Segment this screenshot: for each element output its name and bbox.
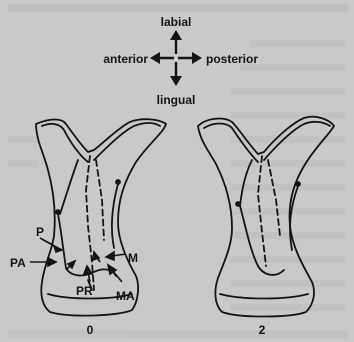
label-ma: MA	[116, 289, 135, 303]
arrow-right-icon	[192, 52, 202, 64]
bleed-through-texture	[8, 4, 348, 338]
specimen-label-2: 2	[259, 323, 266, 337]
tooth-specimen-0	[36, 119, 166, 315]
specimen-label-0: 0	[87, 323, 94, 337]
label-lingual: lingual	[157, 93, 196, 107]
tooth-outline	[36, 119, 166, 315]
label-pr: PR	[76, 284, 93, 298]
label-pa: PA	[10, 256, 26, 270]
label-labial: labial	[161, 15, 192, 29]
arrow-up-icon	[170, 30, 182, 40]
arrow-down-icon	[170, 76, 182, 86]
label-p: P	[36, 225, 44, 239]
arrow-left-icon	[150, 52, 160, 64]
label-anterior: anterior	[103, 52, 148, 66]
label-posterior: posterior	[206, 52, 258, 66]
label-m: M	[128, 251, 138, 265]
